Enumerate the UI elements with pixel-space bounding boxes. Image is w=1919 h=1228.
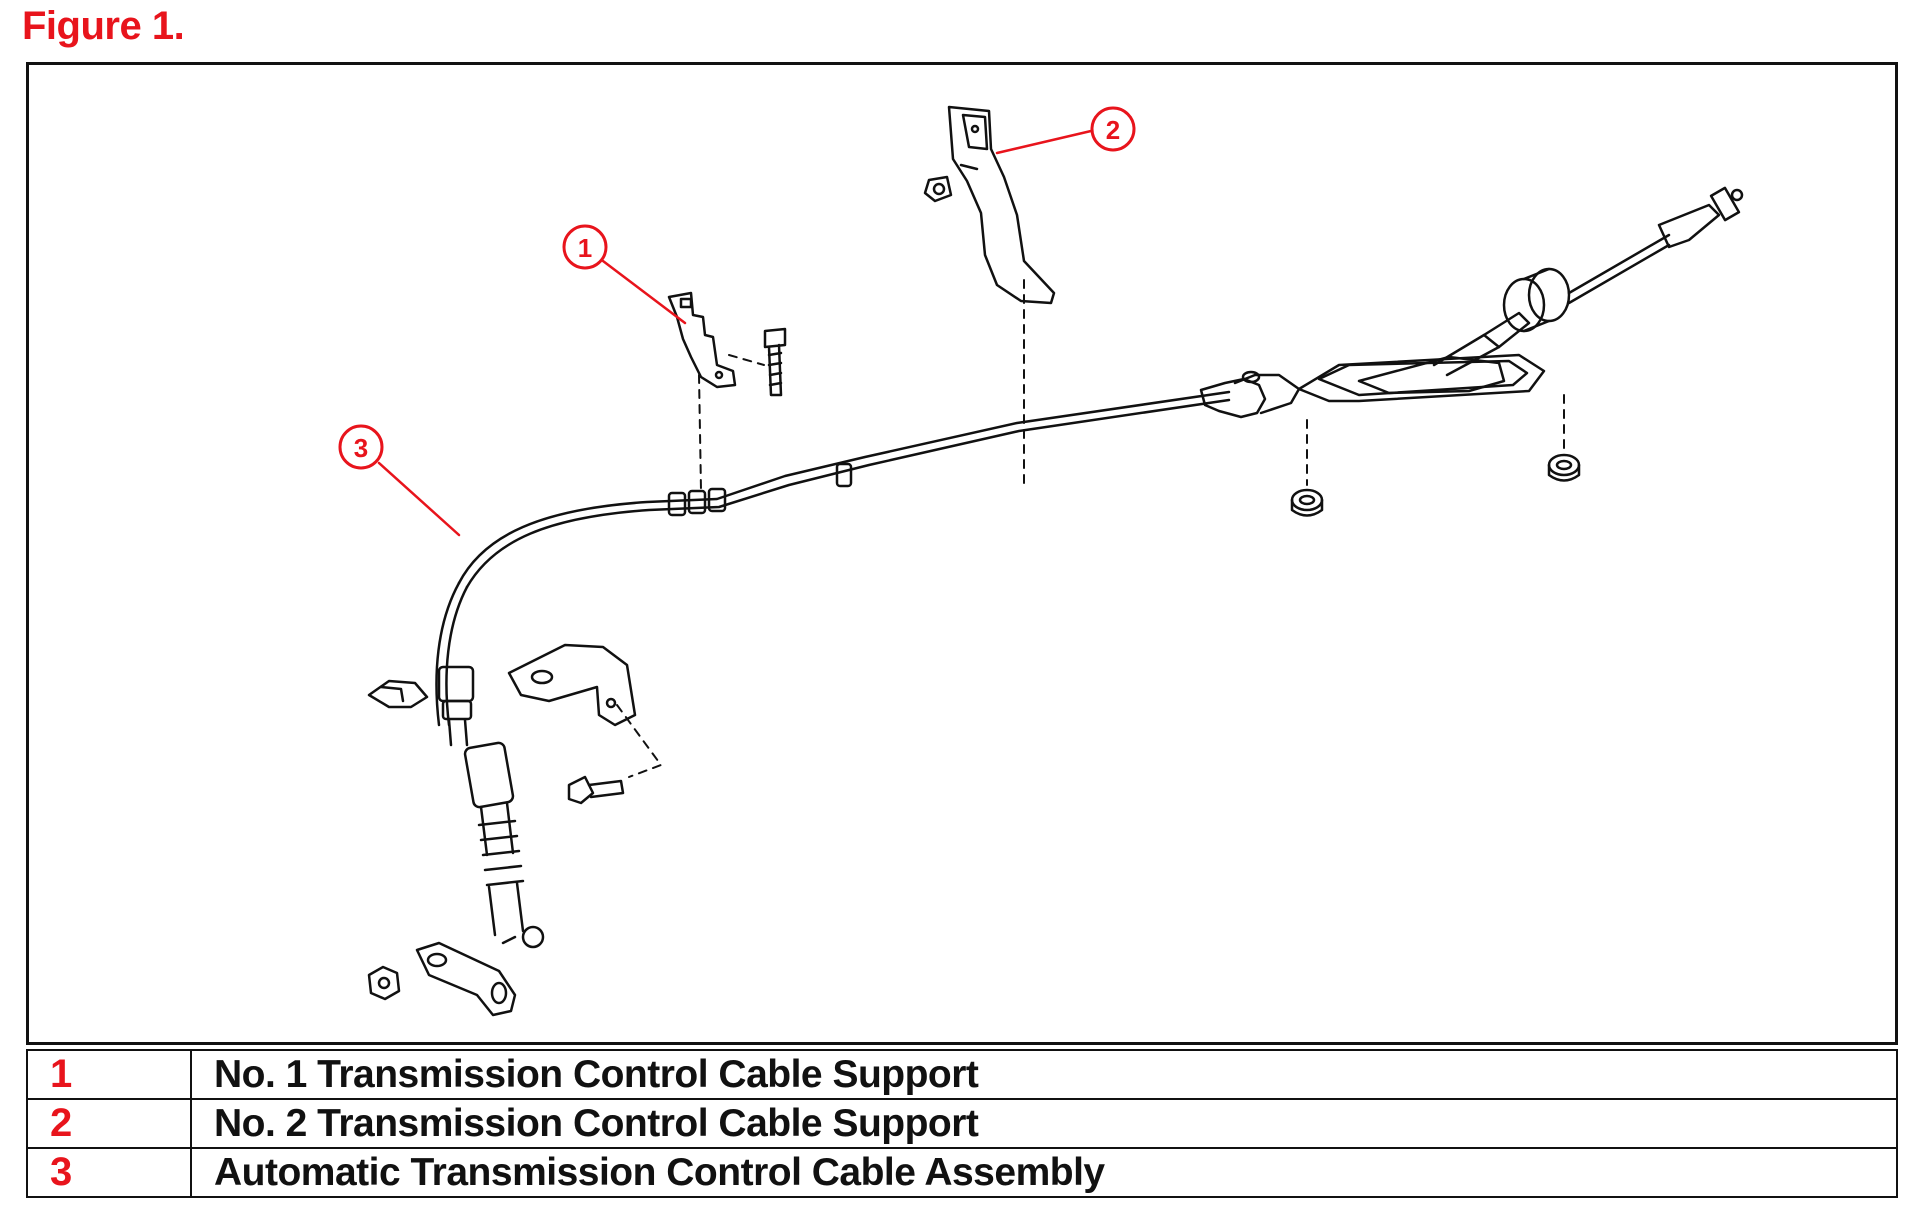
callout-leaders — [377, 129, 1093, 537]
support-1-bolt — [763, 327, 787, 397]
legend-label: Automatic Transmission Control Cable Ass… — [190, 1147, 1898, 1198]
callout-1: 1 — [562, 224, 608, 270]
cable-transmission-end — [437, 665, 545, 949]
svg-text:3: 3 — [354, 433, 368, 463]
diagram-frame: 1 2 3 — [26, 62, 1898, 1045]
legend-row: 2 No. 2 Transmission Control Cable Suppo… — [26, 1098, 1898, 1149]
legend-row: 1 No. 1 Transmission Control Cable Suppo… — [26, 1049, 1898, 1100]
callout-2: 2 — [1090, 106, 1136, 152]
figure-title: Figure 1. — [22, 4, 185, 48]
shifter-bracket-assembly — [1199, 186, 1744, 419]
shift-lever-link — [415, 941, 517, 1017]
control-cable — [435, 390, 1231, 727]
svg-text:2: 2 — [1106, 115, 1120, 145]
lever-nut — [367, 965, 401, 1001]
support-2-nut — [923, 175, 953, 203]
cable-grommet — [667, 462, 853, 517]
flange-nut-right — [1547, 453, 1581, 482]
flange-nut-left — [1290, 488, 1324, 517]
cable-diagram: 1 2 3 — [338, 105, 1744, 1017]
transmission-bracket — [507, 643, 637, 727]
legend-number: 1 — [26, 1049, 192, 1100]
legend-number: 2 — [26, 1098, 192, 1149]
bracket-bolt — [567, 775, 625, 805]
legend-row: 3 Automatic Transmission Control Cable A… — [26, 1147, 1898, 1198]
legend-number: 3 — [26, 1147, 192, 1198]
legend-label: No. 2 Transmission Control Cable Support — [190, 1098, 1898, 1149]
legend-table: 1 No. 1 Transmission Control Cable Suppo… — [26, 1049, 1898, 1198]
callout-3: 3 — [338, 424, 384, 470]
legend-label: No. 1 Transmission Control Cable Support — [190, 1049, 1898, 1100]
svg-text:1: 1 — [578, 233, 592, 263]
retaining-clip — [367, 679, 429, 709]
support-2-bracket — [947, 105, 1056, 305]
support-1-bracket — [667, 291, 737, 389]
assembly-dashed-lines — [616, 279, 1565, 778]
